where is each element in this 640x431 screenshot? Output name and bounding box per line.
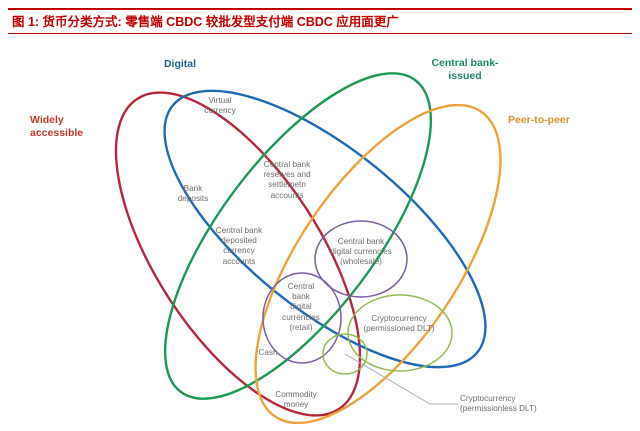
cbdc-retail-outline	[262, 272, 342, 364]
set-ellipse-digital	[163, 89, 487, 369]
set-ellipse-widely-accessible	[114, 91, 362, 417]
set-ellipse-peer-to-peer	[254, 103, 502, 425]
set-label-peer-to-peer: Peer-to-peer	[508, 114, 570, 126]
region-label-cash: Cash	[258, 348, 278, 357]
region-label-crypto-permissionless: Cryptocurrency (permissionless DLT)	[460, 394, 537, 414]
set-label-widely-accessible: Widely accessible	[30, 114, 84, 139]
region-label-central-bank-deposited-currency: Central bank deposited currency accounts	[215, 226, 263, 266]
crypto-permissioned-outline	[347, 294, 453, 372]
header-rule-top	[8, 8, 632, 10]
region-label-commodity-money: Commodity money	[275, 390, 317, 410]
set-label-digital: Digital	[163, 58, 197, 70]
region-label-virtual-currency: Virtual currency	[204, 96, 236, 116]
venn-svg-canvas	[114, 72, 502, 425]
region-label-cbdc-retail: Central bank digital currencies (retail)	[282, 282, 320, 332]
crypto-permissionless-leader-line	[344, 353, 458, 405]
venn-diagram: Widely accessible Digital Central bank- …	[0, 36, 640, 431]
page-title: 图 1: 货币分类方式: 零售端 CBDC 较批发型支付端 CBDC 应用面更广	[12, 15, 399, 29]
region-label-bank-deposits: Bank deposits	[177, 184, 209, 204]
crypto-permissionless-outline	[322, 333, 368, 375]
cbdc-wholesale-outline	[314, 220, 408, 298]
set-ellipse-central-bank-issued	[163, 72, 433, 400]
header-rule-bottom	[8, 33, 632, 34]
region-label-cbdc-wholesale: Central bank digital currencies (wholesa…	[330, 237, 392, 267]
region-label-central-bank-reserves: Central bank reserves and settlemetn acc…	[263, 160, 311, 200]
set-label-central-bank-issued: Central bank- issued	[431, 57, 499, 82]
region-label-crypto-permissioned: Cryptocurrency (permissioned DLT)	[363, 314, 435, 334]
